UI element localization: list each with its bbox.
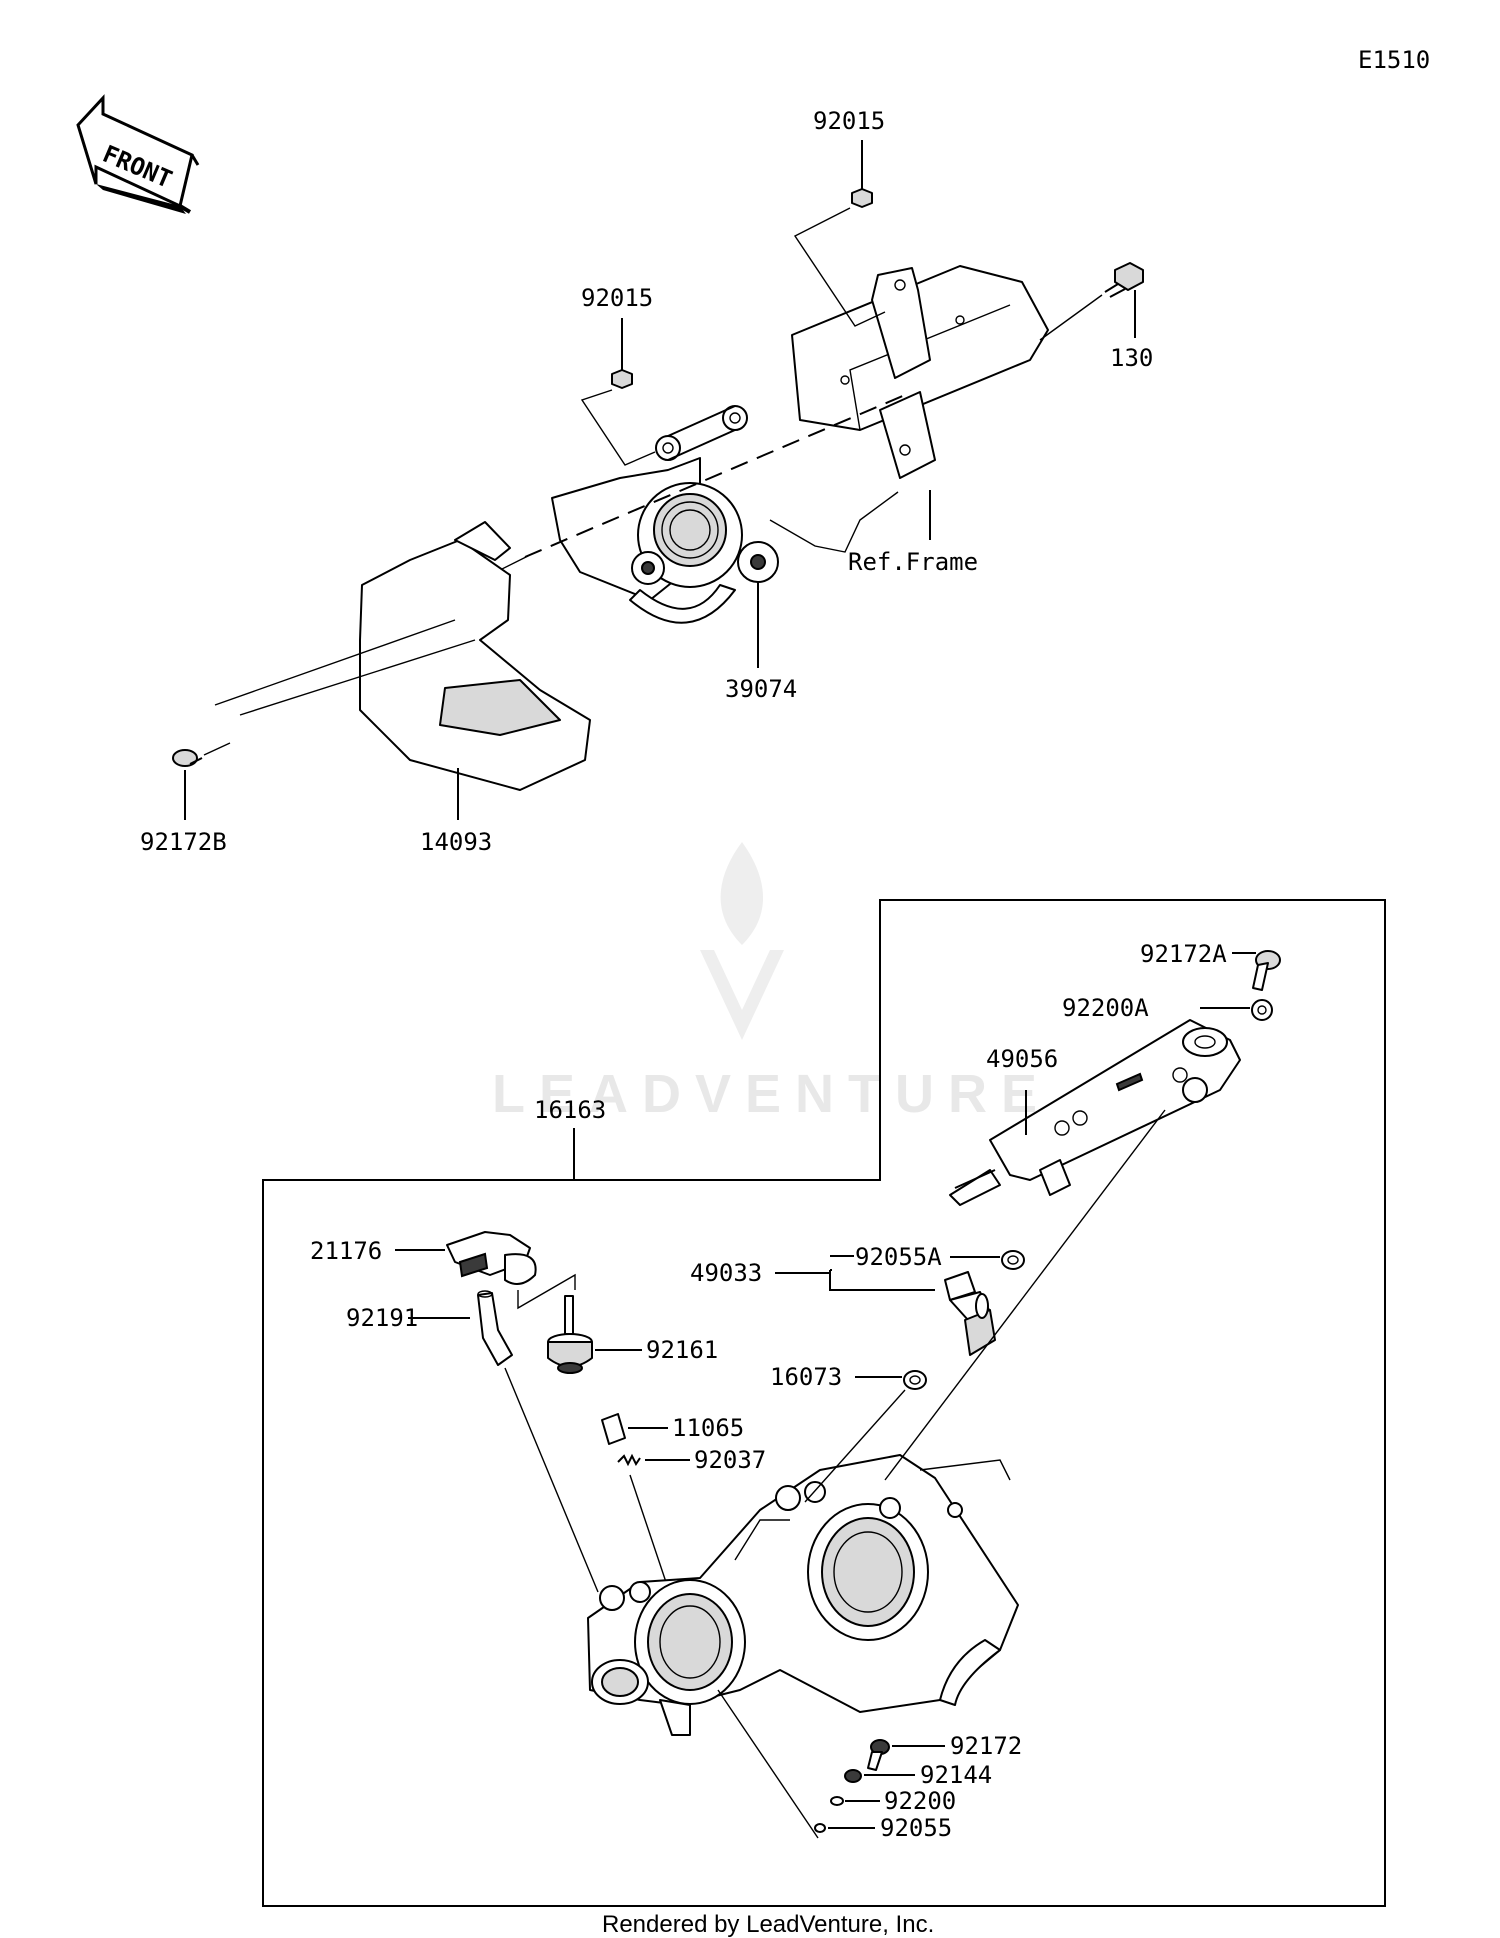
- rail-guide-line: [884, 1109, 1166, 1481]
- spring-92037: [617, 1453, 690, 1601]
- callout-92161[interactable]: 92161: [646, 1336, 718, 1364]
- callout-92055[interactable]: 92055: [880, 1814, 952, 1842]
- callout-92144[interactable]: 92144: [920, 1761, 992, 1789]
- assembly-axis-line: [524, 394, 906, 558]
- frame-reference: [791, 265, 1049, 479]
- throttle-body-16163: [587, 1454, 1019, 1736]
- ref-frame-label: Ref.Frame: [848, 548, 978, 576]
- screw-guide-line: [717, 1689, 819, 1839]
- hose-guide-line: [504, 1367, 599, 1593]
- ref-frame-guide: [769, 491, 899, 553]
- front-direction-arrow: FRONT: [76, 94, 200, 214]
- assembly-16163-box: [262, 899, 1386, 1907]
- callout-92172[interactable]: 92172: [950, 1732, 1022, 1760]
- callout-92172B[interactable]: 92172B: [140, 828, 227, 856]
- throttle-pulley: [629, 482, 743, 624]
- oring-92055A: [950, 1250, 1025, 1270]
- spring-92144: [844, 1769, 915, 1783]
- hose-92191: [408, 1290, 513, 1366]
- callout-92015-top[interactable]: 92015: [813, 107, 885, 135]
- washer-92200: [830, 1796, 880, 1806]
- screw-92172A: [1232, 950, 1281, 991]
- nut-92015-top: [793, 140, 886, 327]
- callout-14093[interactable]: 14093: [420, 828, 492, 856]
- injector-49033: [775, 1255, 996, 1356]
- callout-92172A[interactable]: 92172A: [1140, 940, 1227, 968]
- fitting-92161: [517, 1273, 642, 1374]
- callout-49033[interactable]: 49033: [690, 1259, 762, 1287]
- callout-92200[interactable]: 92200: [884, 1787, 956, 1815]
- leadventure-watermark: LEADVENTURE: [492, 842, 1051, 1124]
- callout-16073[interactable]: 16073: [770, 1363, 842, 1391]
- callout-16163[interactable]: 16163: [534, 1096, 606, 1124]
- bolt-130: [1039, 262, 1144, 341]
- seal-16073: [855, 1370, 927, 1390]
- part-39074: [737, 541, 779, 668]
- oring-92055: [814, 1823, 875, 1833]
- screw-92172B: [172, 742, 231, 820]
- callout-39074[interactable]: 39074: [725, 675, 797, 703]
- callout-92037[interactable]: 92037: [694, 1446, 766, 1474]
- callout-92191[interactable]: 92191: [346, 1304, 418, 1332]
- screw-92172: [867, 1739, 945, 1771]
- cap-11065: [601, 1413, 668, 1445]
- footer-credit: Rendered by LeadVenture, Inc.: [602, 1911, 934, 1938]
- callout-49056[interactable]: 49056: [986, 1045, 1058, 1073]
- diagram-code: E1510: [1358, 46, 1430, 74]
- washer-92200A: [1200, 999, 1273, 1021]
- callout-92015-mid[interactable]: 92015: [581, 284, 653, 312]
- callout-11065[interactable]: 11065: [672, 1414, 744, 1442]
- callout-92200A[interactable]: 92200A: [1062, 994, 1149, 1022]
- fuel-rail-49056: [949, 1019, 1241, 1206]
- seal-guide-line: [804, 1389, 906, 1503]
- sensor-21176: [395, 1231, 537, 1285]
- cover-14093: [214, 521, 591, 820]
- callout-92055A[interactable]: 92055A: [855, 1243, 942, 1271]
- svg-text:LEADVENTURE: LEADVENTURE: [492, 1064, 1051, 1124]
- callout-21176[interactable]: 21176: [310, 1237, 382, 1265]
- nut-92015-mid: [580, 318, 656, 466]
- callout-130[interactable]: 130: [1110, 344, 1153, 372]
